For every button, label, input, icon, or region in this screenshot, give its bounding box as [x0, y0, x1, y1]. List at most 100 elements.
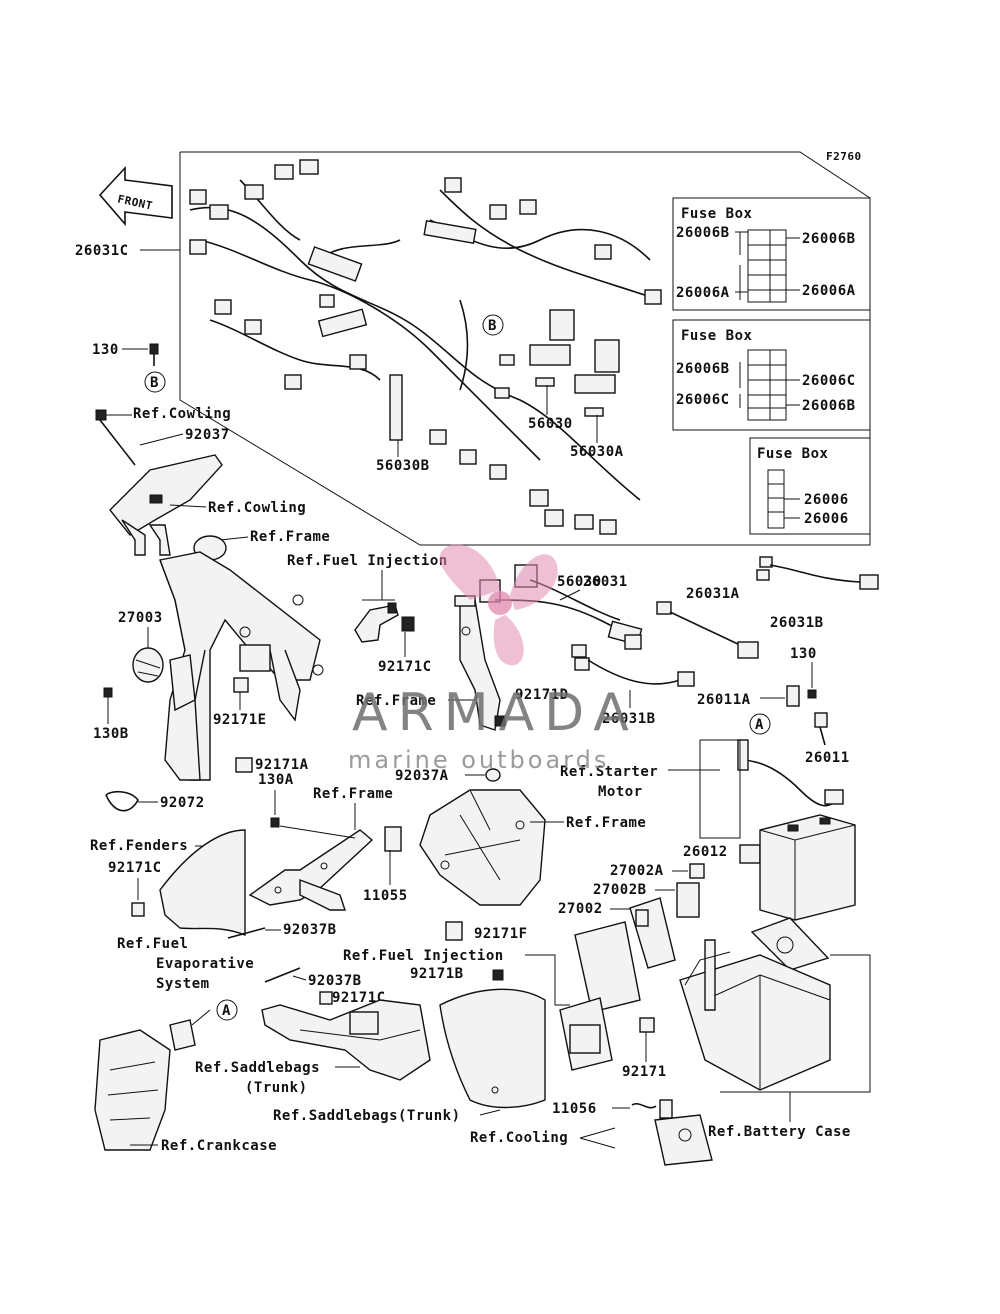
- callout-92037b: 92037B: [283, 922, 337, 938]
- fuse-label: 26006B: [802, 398, 856, 414]
- fuse-label: 26006A: [802, 283, 856, 299]
- callout-27002b: 27002B: [593, 882, 647, 898]
- ref-fuel-injection-2: Ref.Fuel Injection: [343, 948, 504, 964]
- bolt-icon: [103, 687, 113, 698]
- clip-icon: [235, 757, 253, 773]
- ref-circle-b: [144, 371, 166, 393]
- center-bracket-icon: [419, 789, 546, 906]
- harness-26031a-icon: [656, 601, 759, 659]
- ref-saddlebags-2: (Trunk): [245, 1080, 308, 1096]
- callout-92171c: 92171C: [108, 860, 162, 876]
- callout-130: 130: [790, 646, 817, 662]
- clip-icon: [319, 991, 333, 1005]
- fuse-box-title: Fuse Box: [681, 328, 753, 344]
- callout-92171b: 92171B: [410, 966, 464, 982]
- main-harness-icon: [189, 159, 662, 535]
- front-arrow-icon: FRONT: [98, 165, 173, 227]
- battery-cable-icon: [737, 712, 844, 807]
- fuse-label: 26006B: [802, 231, 856, 247]
- strap-92072-icon: [105, 790, 139, 812]
- callout-26031a: 26031A: [686, 586, 740, 602]
- ref-crankcase: Ref.Crankcase: [161, 1138, 277, 1154]
- relay-27003-icon: [132, 647, 164, 683]
- fuse-label: 26006B: [676, 361, 730, 377]
- callout-92037b: 92037B: [308, 973, 362, 989]
- frame-icon: [159, 535, 324, 781]
- radiator-icon: [654, 1099, 713, 1166]
- ref-fuel-evap-1: Ref.Fuel: [117, 936, 188, 952]
- fuse-label: 26006: [804, 492, 849, 508]
- fuse-box-title: Fuse Box: [757, 446, 829, 462]
- hose-icon: [631, 1103, 657, 1109]
- ecu-main-icon: [559, 921, 641, 1071]
- ref-fuel-injection-1: Ref.Fuel Injection: [287, 553, 448, 569]
- watermark: ARMADA marine outboards: [348, 544, 639, 774]
- fuse-box-title: Fuse Box: [681, 206, 753, 222]
- clip-icon: [233, 677, 249, 693]
- bolt-icon: [270, 817, 280, 828]
- ref-battery-case: Ref.Battery Case: [708, 1124, 851, 1140]
- figure-code: F2760: [826, 150, 862, 163]
- ref-frame-1: Ref.Frame: [250, 529, 330, 545]
- callout-130a: 130A: [258, 772, 294, 788]
- harness-26031b-lower-icon: [571, 644, 695, 687]
- relay-icon: [676, 882, 700, 918]
- callout-26031b: 26031B: [770, 615, 824, 631]
- ref-circle-b: [482, 314, 504, 336]
- callout-27003: 27003: [118, 610, 163, 626]
- callout-26031: 26031: [583, 574, 628, 590]
- ref-fuel-evap-2: Evaporative: [156, 956, 254, 972]
- callout-11055: 11055: [363, 888, 408, 904]
- callout-26011a: 26011A: [697, 692, 751, 708]
- ecu-icon: [629, 897, 676, 969]
- fuse-label: 26006: [804, 511, 849, 527]
- callout-92037a: 92037A: [395, 768, 449, 784]
- watermark-title: ARMADA: [352, 683, 639, 743]
- callout-92171c: 92171C: [332, 990, 386, 1006]
- callout-130: 130: [92, 342, 119, 358]
- ref-starter-1: Ref.Starter: [560, 764, 658, 780]
- callout-92171c: 92171C: [378, 659, 432, 675]
- callout-92072: 92072: [160, 795, 205, 811]
- ref-letter-a: A: [222, 1003, 231, 1019]
- relay-icon: [739, 844, 761, 864]
- callout-92171a: 92171A: [255, 757, 309, 773]
- ref-saddlebags-1: Ref.Saddlebags: [195, 1060, 320, 1076]
- battery-case-icon: [679, 917, 831, 1091]
- trunk-bracket-icon: [261, 999, 431, 1081]
- fuse-label: 26006A: [676, 285, 730, 301]
- callout-26012: 26012: [683, 844, 728, 860]
- callout-26031b: 26031B: [602, 711, 656, 727]
- ref-cooling: Ref.Cooling: [470, 1130, 568, 1146]
- callout-27002: 27002: [558, 901, 603, 917]
- fuse-box-3: Fuse Box 26006 26006: [749, 437, 871, 535]
- callout-92171e: 92171E: [213, 712, 267, 728]
- callout-56030: 56030: [557, 574, 602, 590]
- ref-fuel-evap-3: System: [156, 976, 210, 992]
- ref-cowling-1: Ref.Cowling: [133, 406, 231, 422]
- battery-icon: [759, 814, 856, 921]
- callout-56030: 56030: [528, 416, 573, 432]
- harness-26031b-icon: [756, 556, 879, 590]
- callout-26031c: 26031C: [75, 243, 129, 259]
- fuse-label: 26006B: [676, 225, 730, 241]
- crankcase-icon: [94, 1019, 196, 1151]
- fuse-box-2: Fuse Box 26006B 26006C 26006C 26006B: [672, 319, 871, 431]
- clip-icon: [445, 921, 463, 941]
- fuse-label: 26006C: [676, 392, 730, 408]
- bracket-92171d-icon: [454, 595, 506, 731]
- ref-cowling-2: Ref.Cowling: [208, 500, 306, 516]
- callout-92037: 92037: [185, 427, 230, 443]
- ref-fenders: Ref.Fenders: [90, 838, 188, 854]
- bolt-icon: [807, 689, 817, 699]
- callout-130b: 130B: [93, 726, 129, 742]
- callout-92171f: 92171F: [474, 926, 528, 942]
- relay-icon: [689, 863, 705, 879]
- ref-frame-4: Ref.Frame: [566, 815, 646, 831]
- callout-92171: 92171: [622, 1064, 667, 1080]
- clip-icon: [95, 409, 107, 421]
- callout-56030a: 56030A: [570, 444, 624, 460]
- terminal-icon: [786, 685, 800, 707]
